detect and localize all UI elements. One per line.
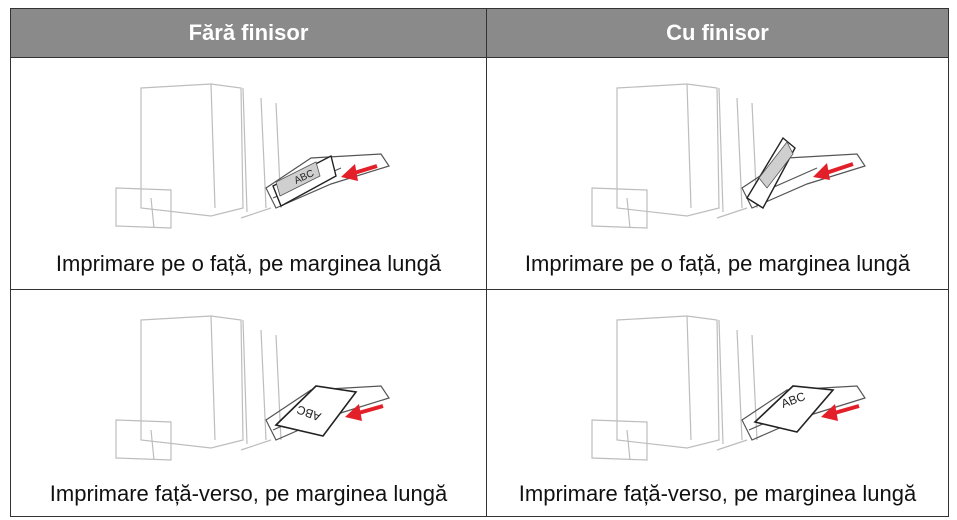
insert-arrow-icon — [821, 404, 860, 421]
printer-illustration: ABC — [115, 83, 390, 229]
caption: Imprimare pe o față, pe marginea lungă — [524, 251, 911, 276]
header-without-finisher: Fără finisor — [11, 9, 486, 57]
insert-arrow-icon — [813, 162, 854, 180]
column-divider — [486, 9, 487, 516]
header-with-finisher: Cu finisor — [487, 9, 948, 57]
paper-sheet: ABC — [274, 385, 358, 437]
insert-arrow-icon — [341, 164, 378, 181]
cell-row1-left: ABC Imprimare pe o față, pe marginea lun… — [11, 58, 486, 289]
printer-illustration — [591, 83, 866, 229]
row-divider — [11, 289, 948, 290]
cell-row2-left: ABC Imprimare față-verso, pe marginea lu… — [11, 290, 486, 518]
paper-loading-table: Fără finisor Cu finisor ABC — [10, 8, 949, 517]
insert-arrow-icon — [345, 404, 384, 421]
caption: Imprimare față-verso, pe marginea lungă — [49, 481, 448, 506]
paper-sheet — [746, 136, 796, 209]
printer-illustration: ABC — [115, 315, 390, 461]
header-divider — [11, 57, 948, 58]
caption: Imprimare pe o față, pe marginea lungă — [55, 251, 442, 276]
printer-illustration: ABC — [591, 315, 866, 461]
cell-row1-right: Imprimare pe o față, pe marginea lungă — [487, 58, 948, 289]
caption: Imprimare față-verso, pe marginea lungă — [518, 481, 917, 506]
paper-sheet: ABC — [272, 154, 337, 207]
paper-sheet: ABC — [753, 385, 835, 433]
cell-row2-right: ABC Imprimare față-verso, pe marginea lu… — [487, 290, 948, 518]
